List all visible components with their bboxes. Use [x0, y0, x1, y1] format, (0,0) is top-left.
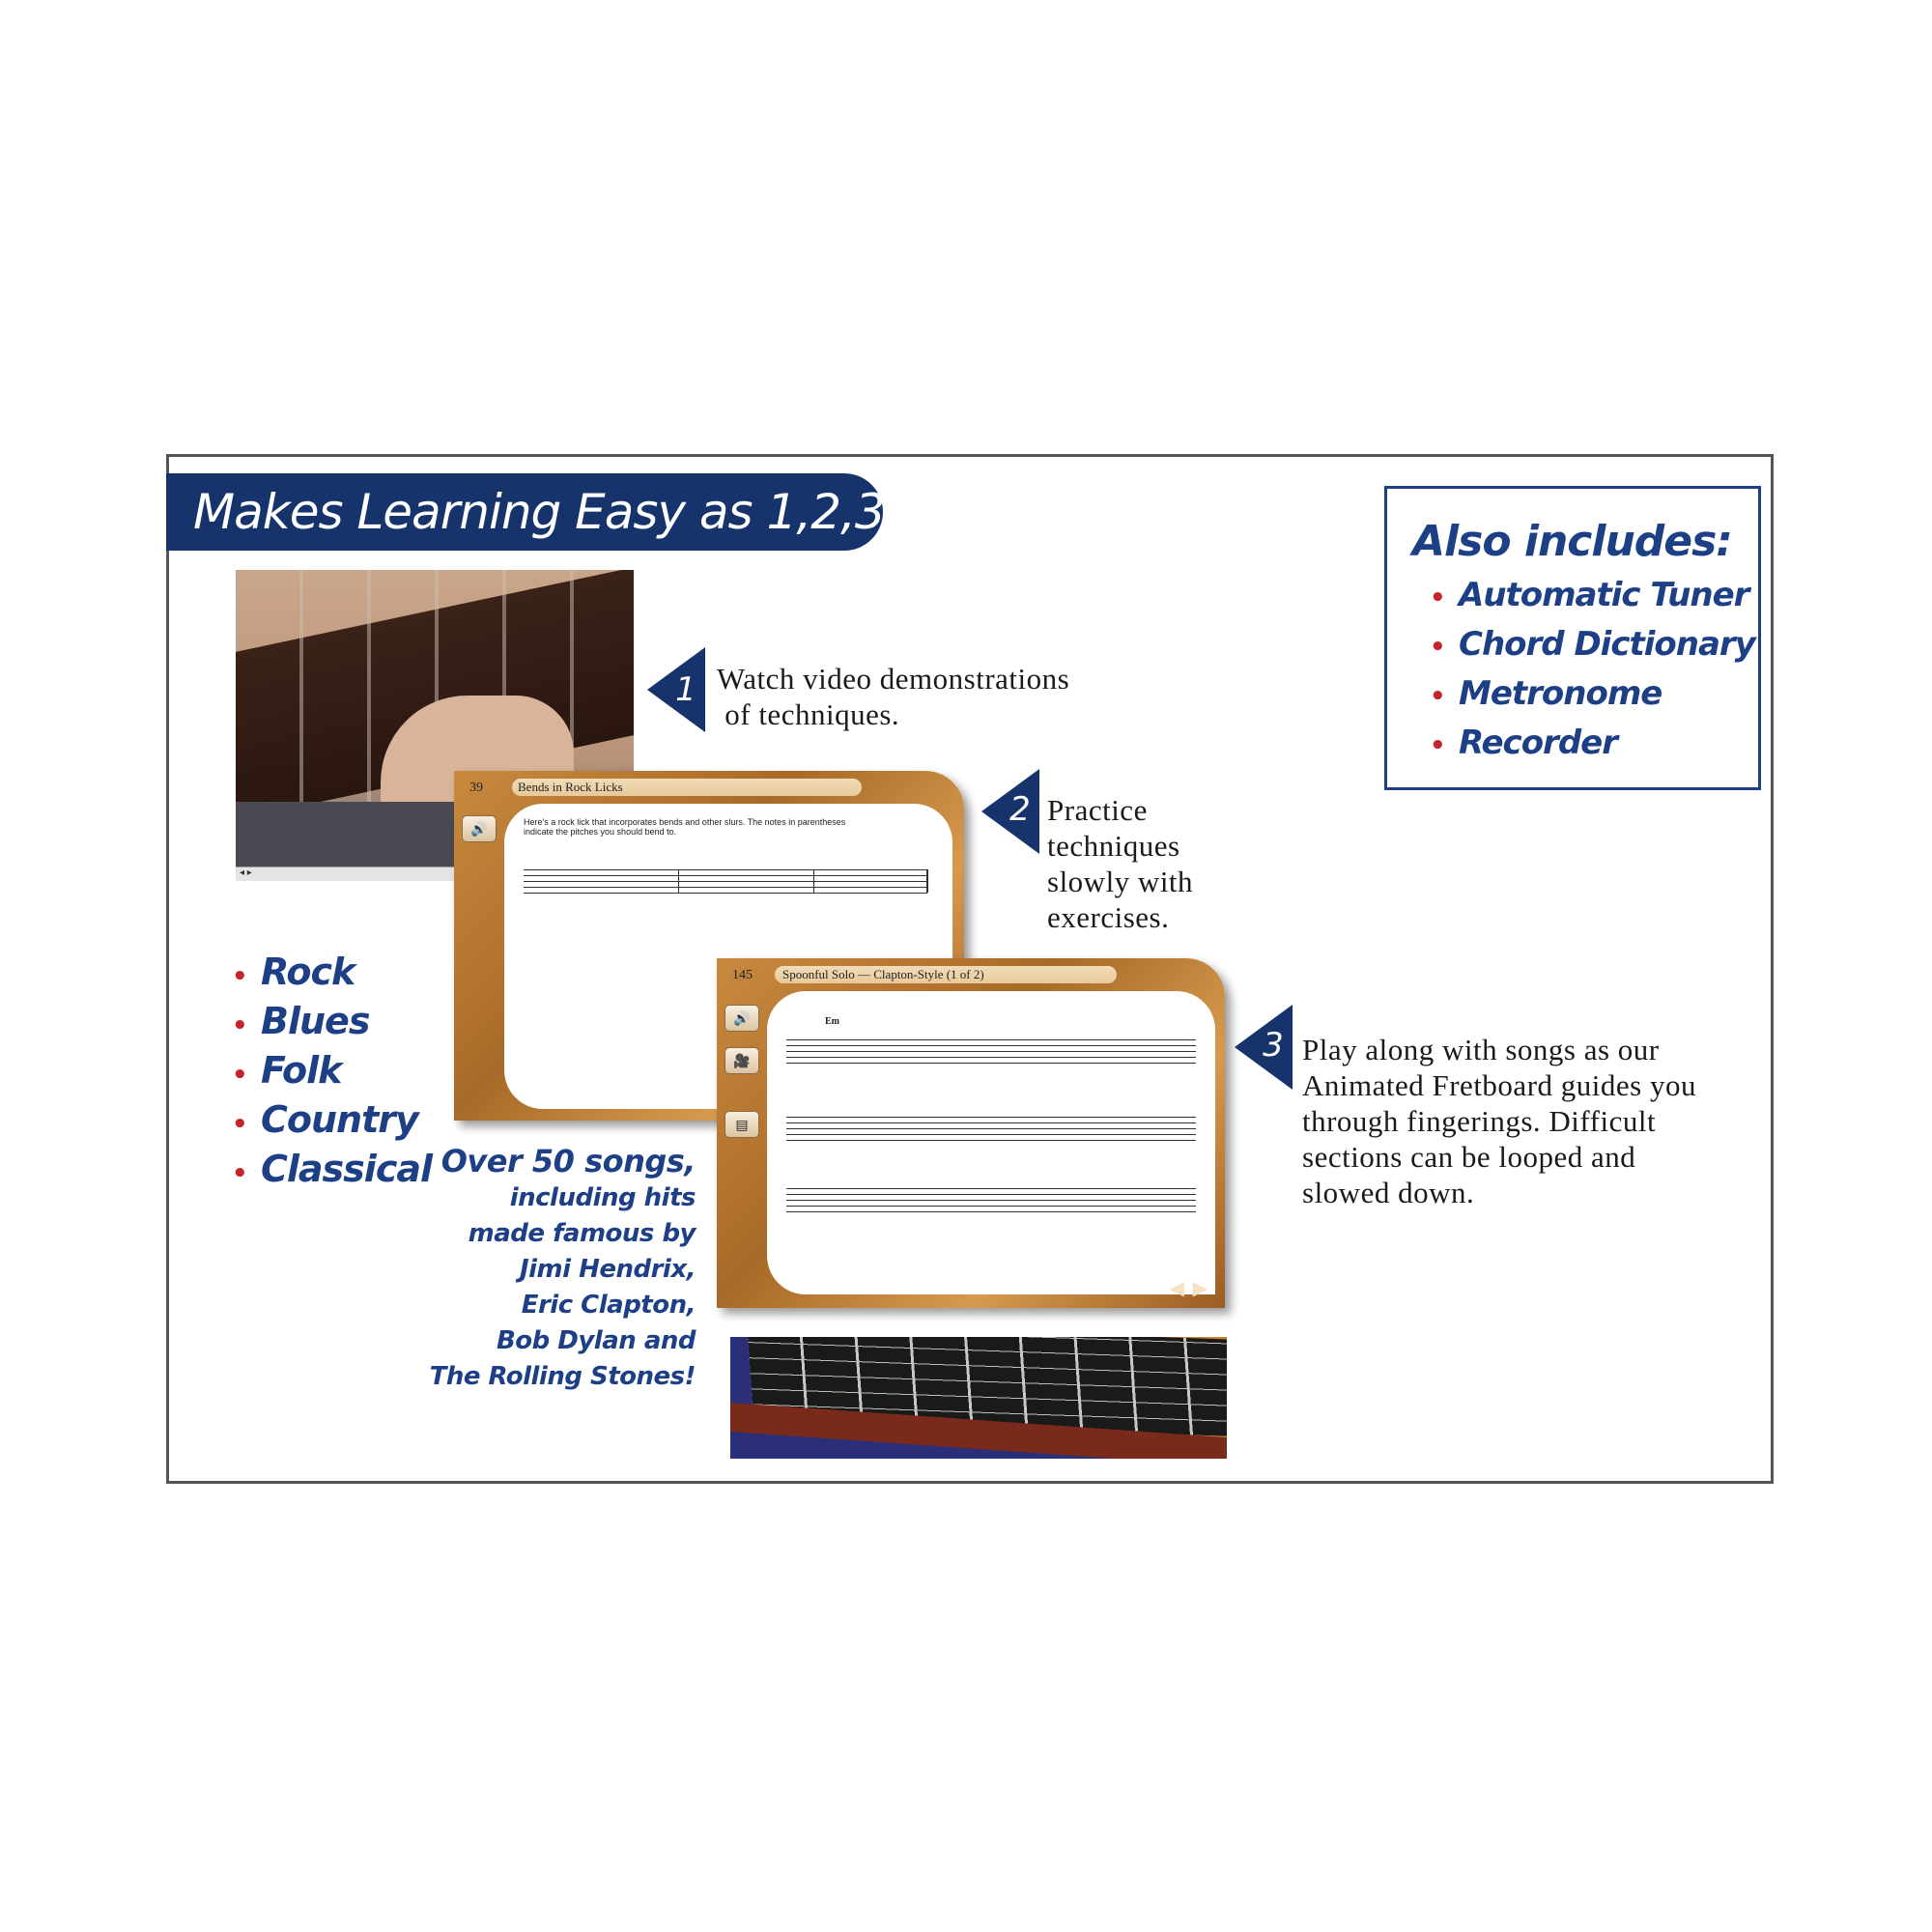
exercise-screen: Bends in Rock Licks 39 🔊 Here's a rock l… [454, 771, 964, 1121]
step-2-text: Practice techniques slowly with exercise… [1047, 793, 1194, 934]
genre-item: •Blues [232, 997, 370, 1051]
also-includes-box: Also includes: •Automatic Tuner •Chord D… [1384, 486, 1761, 790]
tab-staff-3 [786, 1188, 1196, 1217]
next-page-icon[interactable]: ▶ [1192, 1278, 1208, 1299]
also-item: •Automatic Tuner •Chord Dictionary •Metr… [1430, 572, 1756, 769]
song-content: Em [767, 991, 1215, 1294]
exercise-page-number: 39 [469, 781, 483, 795]
exercise-description-1: Here's a rock lick that incorporates ben… [524, 817, 846, 827]
bar-line [926, 869, 928, 893]
step-1-arrow [647, 647, 705, 732]
step-2-arrow [981, 769, 1039, 854]
step-3-arrow [1235, 1005, 1293, 1090]
step-1-text: Watch video demonstrations of techniques… [717, 662, 1070, 731]
bullet-dot: • [232, 1011, 248, 1040]
camera-icon[interactable]: 🎥 [724, 1047, 759, 1074]
exercise-description-2: indicate the pitches you should bend to. [524, 827, 677, 837]
song-page-number: 145 [732, 968, 753, 982]
genre-item: •Folk [232, 1046, 342, 1100]
tab-staff-2 [786, 1117, 1196, 1146]
speaker-icon[interactable]: 🔊 [724, 1005, 759, 1032]
genre-item: •Country [232, 1095, 419, 1150]
genre-item: •Classical [232, 1145, 433, 1199]
play-icon[interactable]: ◂ ▸ [240, 867, 252, 878]
step-2-number: 2 [1009, 790, 1031, 829]
also-includes-heading: Also includes: [1412, 517, 1733, 566]
bullet-dot: • [1430, 633, 1446, 662]
bullet-dot: • [232, 962, 248, 991]
animated-fretboard-image [730, 1337, 1227, 1459]
speaker-icon[interactable]: 🔊 [462, 815, 497, 842]
bullet-dot: • [232, 1061, 248, 1090]
bar-line [678, 869, 679, 893]
songs-caption: Over 50 songs, including hits made famou… [429, 1143, 696, 1391]
step-1-number: 1 [675, 670, 696, 709]
title-banner [166, 473, 883, 551]
song-title-bar: Spoonful Solo — Clapton-Style (1 of 2) [775, 966, 1117, 983]
banner-title: Makes Learning Easy as 1,2,3! [193, 484, 904, 540]
bullet-dot: • [1430, 583, 1446, 612]
bullet-dot: • [232, 1110, 248, 1139]
chord-symbol: Em [825, 1016, 839, 1027]
tab-staff-1 [786, 1039, 1196, 1068]
bullet-dot: • [1430, 682, 1446, 711]
prev-page-icon[interactable]: ◀ [1169, 1278, 1184, 1299]
song-screen: Spoonful Solo — Clapton-Style (1 of 2) 1… [717, 958, 1225, 1308]
bullet-dot: • [232, 1159, 248, 1188]
step-3-text: Play along with songs as our Animated Fr… [1302, 1033, 1696, 1209]
genre-item: •Rock [232, 948, 355, 1002]
step-3-number: 3 [1263, 1026, 1284, 1065]
bar-line [813, 869, 814, 893]
exercise-title-bar: Bends in Rock Licks [512, 779, 862, 796]
fretboard-icon[interactable]: ▤ [724, 1111, 759, 1138]
tab-staff [524, 869, 928, 898]
bullet-dot: • [1430, 731, 1446, 760]
